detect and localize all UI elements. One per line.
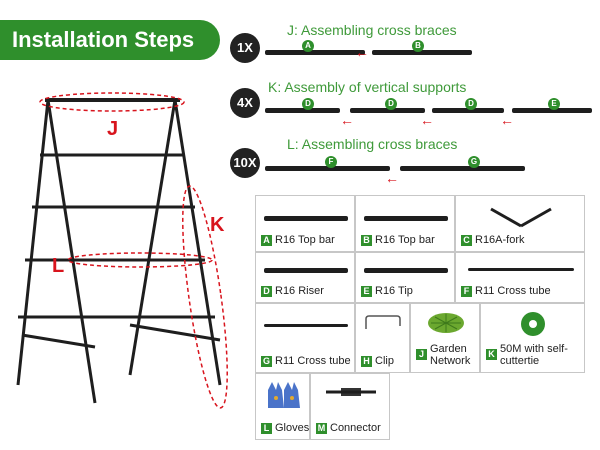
tag-d1: D — [302, 98, 314, 110]
rod-e — [512, 108, 592, 113]
step-j-count: 1X — [230, 33, 260, 63]
rod-g — [400, 166, 525, 171]
arrow-left-icon: ← — [420, 112, 434, 128]
arrow-left-icon: ← — [340, 112, 354, 128]
rod-f — [265, 166, 390, 171]
label-k: K — [210, 214, 225, 236]
tag-a: A — [302, 40, 314, 52]
rod-d2 — [350, 108, 425, 113]
rod-b — [372, 50, 472, 55]
rod-d3 — [432, 108, 504, 113]
arrow-left-icon: ← — [385, 170, 399, 186]
step-k-count: 4X — [230, 88, 260, 118]
rod-d1 — [265, 108, 340, 113]
label-j: J — [107, 118, 119, 140]
step-l-count: 10X — [230, 148, 260, 178]
arrow-left-icon: ← — [500, 112, 514, 128]
rod-a — [265, 50, 365, 55]
trellis-frame-diagram — [16, 92, 228, 409]
tag-g: G — [468, 156, 480, 168]
tag-d3: D — [465, 98, 477, 110]
step-k-title: K: Assembly of vertical supports — [268, 79, 467, 95]
label-l: L — [52, 255, 65, 277]
step-l-title: L: Assembling cross braces — [287, 136, 458, 152]
page-title: Installation Steps — [0, 20, 220, 60]
tag-b: B — [412, 40, 424, 52]
tag-f: F — [325, 156, 337, 168]
step-j-title: J: Assembling cross braces — [287, 22, 457, 38]
tag-d2: D — [385, 98, 397, 110]
tag-e: E — [548, 98, 560, 110]
arrow-left-icon: ← — [355, 44, 369, 60]
